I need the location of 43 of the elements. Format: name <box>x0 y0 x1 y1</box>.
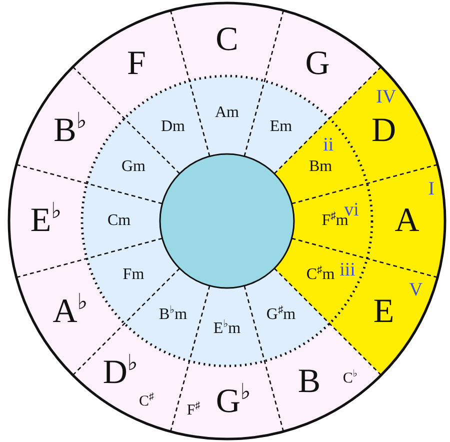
chord-name: Dm <box>161 119 185 136</box>
key-name: D$^{♭}$ <box>102 356 138 390</box>
minor-chord-sector <box>291 183 372 259</box>
key-name: D <box>371 114 396 148</box>
chord-name: G$^{♯}$m <box>266 306 296 323</box>
minor-chord-sector <box>189 76 265 157</box>
key-name: B$^{♭}$ <box>54 114 87 148</box>
roman-numeral: iii <box>340 260 356 280</box>
enharmonic-name: C$^{♭}$ <box>342 371 358 386</box>
minor-chord-sector <box>189 285 265 366</box>
minor-chord-sector <box>124 80 210 174</box>
key-name: A$^{♭}$ <box>52 294 88 328</box>
key-sector <box>367 164 445 278</box>
chord-name: Am <box>215 105 239 121</box>
key-name: A <box>394 204 420 238</box>
key-sector <box>9 164 87 278</box>
key-name: C <box>216 23 238 57</box>
roman-numeral: IV <box>376 87 396 106</box>
key-name: E <box>373 294 394 328</box>
key-name: G$^{♭}$ <box>216 384 251 419</box>
roman-numeral: ii <box>323 135 334 154</box>
chord-name: Cm <box>107 213 131 229</box>
minor-chord-sector <box>82 183 163 259</box>
key-name: B <box>298 365 321 400</box>
enharmonic-name: C$^{♯}$ <box>139 394 154 410</box>
roman-numeral: I <box>428 179 435 198</box>
chord-name: B$^{♭}$m <box>158 306 188 323</box>
chord-name: E$^{♭}$m <box>213 321 241 337</box>
key-sector <box>170 3 284 81</box>
chord-name: Em <box>270 119 292 136</box>
chord-name: Fm <box>122 267 144 283</box>
center-circle <box>160 154 294 288</box>
key-sector <box>170 361 284 439</box>
key-name: G <box>305 47 330 82</box>
chord-name: C$^{♯}$m <box>306 267 335 283</box>
chord-name: F$^{♯}$m <box>322 213 348 229</box>
chord-name: Gm <box>121 159 146 175</box>
enharmonic-name: F$^{♯}$ <box>186 404 200 419</box>
key-name: E$^{♭}$ <box>30 204 62 238</box>
chord-name: Bm <box>308 159 332 175</box>
key-sector <box>264 323 382 432</box>
roman-numeral: V <box>409 280 423 300</box>
key-name: F <box>127 47 146 82</box>
